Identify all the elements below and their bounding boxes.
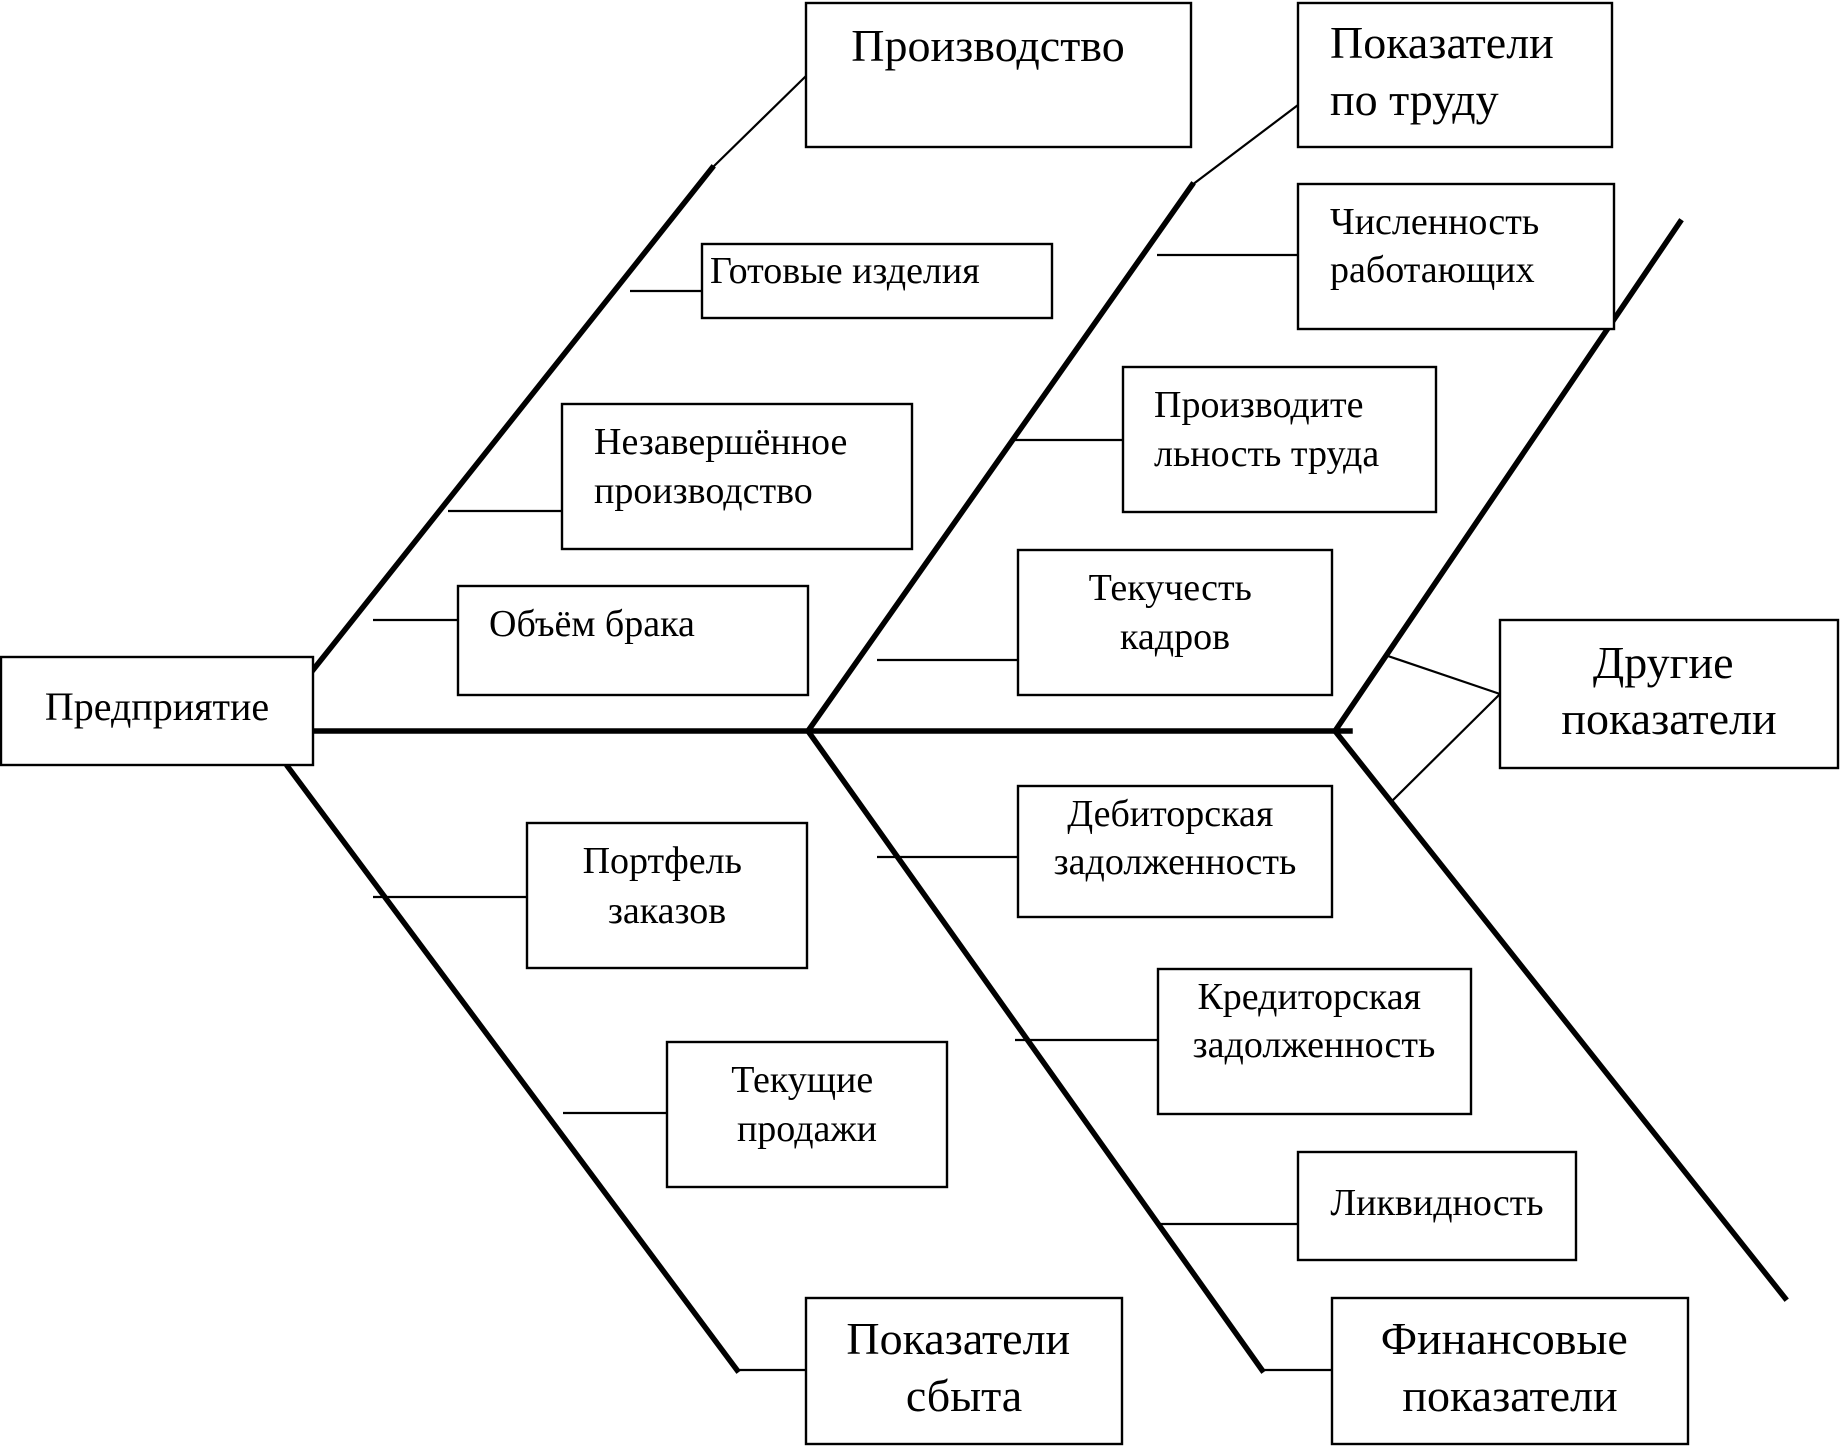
bone-sales bbox=[284, 763, 741, 1374]
bone-production bbox=[309, 164, 716, 674]
category-finance-line-2: показатели bbox=[1402, 1370, 1617, 1421]
factor-wip-line-2: производство bbox=[594, 470, 813, 512]
svg-text:Текучесть кадров: Текучесть кадров bbox=[1089, 567, 1262, 658]
factor-headcount: Численность работающих bbox=[1296, 182, 1616, 331]
factor-payables-line-2: задолженность bbox=[1193, 1024, 1436, 1066]
category-finance-line-1: Финансовые bbox=[1381, 1313, 1628, 1364]
factor-productivity-line-1: Производите bbox=[1154, 384, 1364, 426]
svg-text:Незавершённое производст: Незавершённое производство bbox=[594, 421, 857, 512]
svg-text:Финансовые показатели: Финансовые показатели bbox=[1381, 1313, 1640, 1421]
svg-text:Портфель заказов: Портфель заказов bbox=[583, 840, 752, 932]
svg-text:Численность работающих: Численность работающих bbox=[1330, 201, 1549, 291]
svg-text:Готовые изделия: Готовые изделия bbox=[710, 250, 980, 292]
category-other-line-1: Другие bbox=[1593, 637, 1734, 688]
connector-other-lower bbox=[1389, 693, 1501, 804]
factor-turnover: Текучесть кадров bbox=[1016, 548, 1334, 697]
factor-order-book: Портфель заказов bbox=[525, 821, 809, 970]
category-sales-line-1: Показатели bbox=[846, 1313, 1070, 1364]
category-sales-line-2: сбыта bbox=[906, 1370, 1022, 1421]
factor-current-sales-line-2: продажи bbox=[737, 1108, 877, 1150]
factor-finished-goods: Готовые изделия bbox=[700, 242, 1054, 320]
factor-liquidity-label: Ликвидность bbox=[1330, 1182, 1543, 1224]
factor-productivity-line-2: льность труда bbox=[1154, 433, 1379, 475]
bone-finance bbox=[804, 727, 1266, 1374]
svg-text:Кредиторская задолженнос: Кредиторская задолженность bbox=[1193, 976, 1436, 1066]
category-other: Другие показатели bbox=[1498, 618, 1840, 770]
factor-receivables-line-1: Дебиторская bbox=[1067, 793, 1273, 835]
factor-payables-line-1: Кредиторская bbox=[1197, 976, 1421, 1018]
factor-wip: Незавершённое производство bbox=[560, 402, 914, 551]
connector-labor bbox=[1191, 104, 1299, 186]
root-label: Предприятие bbox=[45, 684, 269, 729]
svg-text:Текущие продажи: Текущие продажи bbox=[731, 1059, 883, 1150]
factor-payables: Кредиторская задолженность bbox=[1156, 967, 1473, 1116]
category-sales: Показатели сбыта bbox=[804, 1296, 1124, 1446]
factor-current-sales: Текущие продажи bbox=[665, 1040, 949, 1189]
factor-defects-label: Объём брака bbox=[489, 603, 695, 645]
svg-text:Дебиторская задолженност: Дебиторская задолженность bbox=[1054, 793, 1297, 883]
factor-productivity: Производите льность труда bbox=[1121, 365, 1438, 514]
svg-text:Производство: Производство bbox=[851, 20, 1124, 71]
svg-text:Ликвидность: Ликвидность bbox=[1330, 1182, 1543, 1224]
category-other-line-2: показатели bbox=[1561, 693, 1776, 744]
factor-receivables-line-2: задолженность bbox=[1054, 841, 1297, 883]
factor-order-book-line-2: заказов bbox=[608, 890, 726, 932]
category-production: Производство bbox=[804, 1, 1193, 149]
category-production-label: Производство bbox=[851, 20, 1124, 71]
svg-text:Другие показатели: Другие показатели bbox=[1561, 637, 1776, 744]
factor-turnover-line-1: Текучесть bbox=[1089, 567, 1252, 609]
factor-order-book-line-1: Портфель bbox=[583, 840, 742, 882]
svg-text:Показатели сбыта: Показатели сбыта bbox=[846, 1313, 1081, 1421]
factor-receivables: Дебиторская задолженность bbox=[1016, 784, 1334, 919]
factor-turnover-line-2: кадров bbox=[1120, 616, 1230, 658]
category-labor: Показатели по труду bbox=[1296, 1, 1614, 149]
bone-other-upper bbox=[1331, 218, 1684, 735]
factor-finished-goods-label: Готовые изделия bbox=[710, 250, 980, 292]
svg-text:Производите льность труд: Производите льность труда bbox=[1154, 384, 1379, 475]
bone-labor bbox=[804, 181, 1196, 735]
category-labor-line-2: по труду bbox=[1330, 74, 1499, 125]
connector-production bbox=[711, 75, 807, 169]
svg-text:Предприятие: Предприятие bbox=[45, 684, 269, 729]
factor-headcount-line-1: Численность bbox=[1330, 201, 1539, 243]
svg-text:Показатели по труду: Показатели по труду bbox=[1330, 17, 1565, 125]
factor-liquidity: Ликвидность bbox=[1296, 1150, 1578, 1262]
category-finance: Финансовые показатели bbox=[1330, 1296, 1690, 1446]
bone-other-lower bbox=[1331, 727, 1789, 1302]
factor-defects: Объём брака bbox=[456, 584, 810, 697]
root-box: Предприятие bbox=[0, 655, 315, 767]
connector-other-upper bbox=[1384, 653, 1501, 696]
svg-text:Объём брака: Объём брака bbox=[489, 603, 695, 645]
category-labor-line-1: Показатели bbox=[1330, 17, 1554, 68]
factor-current-sales-line-1: Текущие bbox=[731, 1059, 873, 1101]
factor-wip-line-1: Незавершённое bbox=[594, 421, 847, 463]
factor-headcount-line-2: работающих bbox=[1330, 249, 1535, 291]
